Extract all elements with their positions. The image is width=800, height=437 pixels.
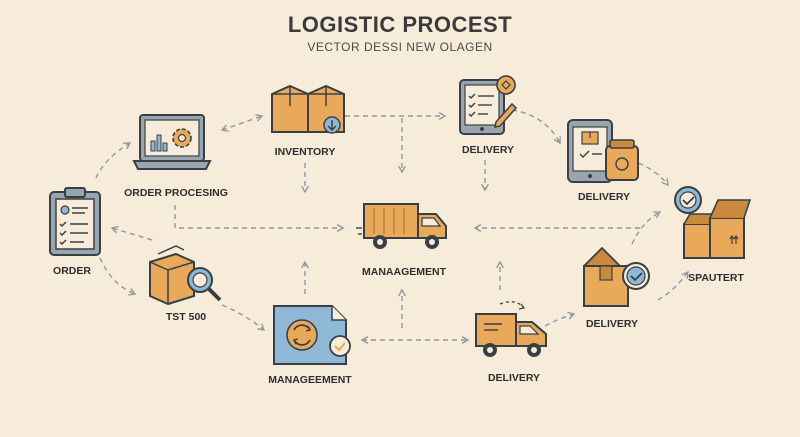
node-label-order: ORDER [53,265,91,277]
document-process-icon [273,305,351,365]
node-label-inventory: INVENTORY [274,146,336,158]
node-label-delivery-truck: DELIVERY [487,372,541,384]
node-label-delivery-box: DELIVERY [585,318,639,330]
node-label-order-processing: ORDER PROCESING [124,187,228,199]
node-label-manageement: MANAGEEMENT [268,374,352,386]
box-search-icon [149,245,222,306]
node-label-delivery-tablet: DELIVERY [461,144,515,156]
node-label-delivery-phone: DELIVERY [577,191,631,203]
boxes-icon [271,84,345,134]
arrow-right-up [631,211,662,245]
node-label-spautert: SPAUTERT [688,272,744,284]
arrow-truck-to-box [544,311,576,327]
arrow-order-to-tst [99,257,137,296]
truck-icon [356,203,447,249]
node-label-tst500: TST 500 [165,311,207,323]
delivered-boxes-icon [674,186,752,259]
node-label-management: MANAAGEMENT [362,266,446,278]
page-subtitle: VECTOR DESSI NEW OLAGEN [307,40,493,54]
arrow-order-back [110,225,153,241]
arrow-tst-to-management [221,304,266,331]
arrow-processing-truck [174,205,345,232]
arrow-order-to-processing [95,142,132,179]
arrow-tablet-phone [511,109,561,145]
box-check-icon [583,246,650,307]
arrow-processing-inventory [220,114,264,132]
laptop-gear-icon [132,114,212,170]
tablet-checklist-icon [459,75,518,135]
page-title: LOGISTIC PROCEST [287,12,513,37]
arrow-box-to-spautert [657,270,689,301]
phone-package-icon [567,119,639,183]
clipboard-icon [49,187,101,256]
delivery-truck-icon [475,301,547,357]
